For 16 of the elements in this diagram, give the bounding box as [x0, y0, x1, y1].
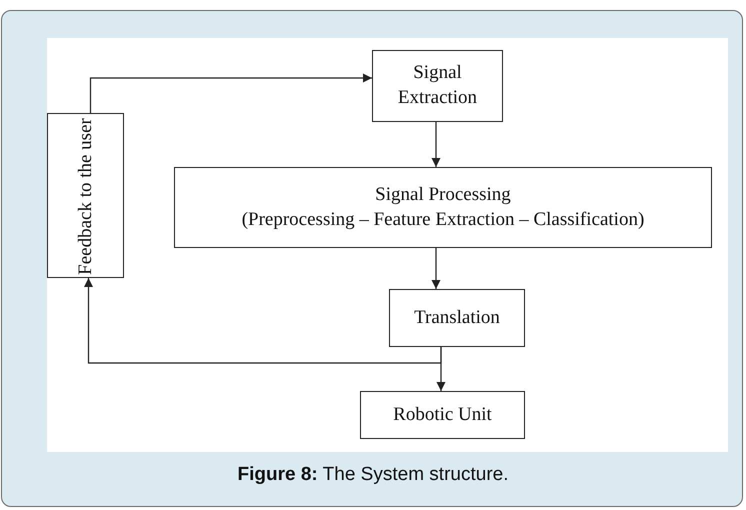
box-title: Robotic Unit: [393, 402, 492, 427]
process-box: [174, 167, 712, 248]
arrow: [432, 122, 440, 167]
box-title: Feedback to the user: [74, 118, 98, 275]
arrow: [432, 248, 440, 289]
box-title: Signal Extraction: [396, 61, 478, 110]
box-subtitle: (Preprocessing – Feature Extraction – Classification): [242, 208, 644, 232]
figure-caption: Figure 8: The System structure.: [236, 464, 510, 486]
arrow: [90, 74, 372, 113]
arrow: [84, 278, 442, 364]
process-box: [372, 50, 503, 122]
process-box: [389, 289, 525, 347]
process-box: [360, 391, 525, 439]
box-title: Signal Processing: [375, 182, 511, 207]
process-box: [47, 113, 124, 278]
box-title: Translation: [414, 306, 500, 330]
